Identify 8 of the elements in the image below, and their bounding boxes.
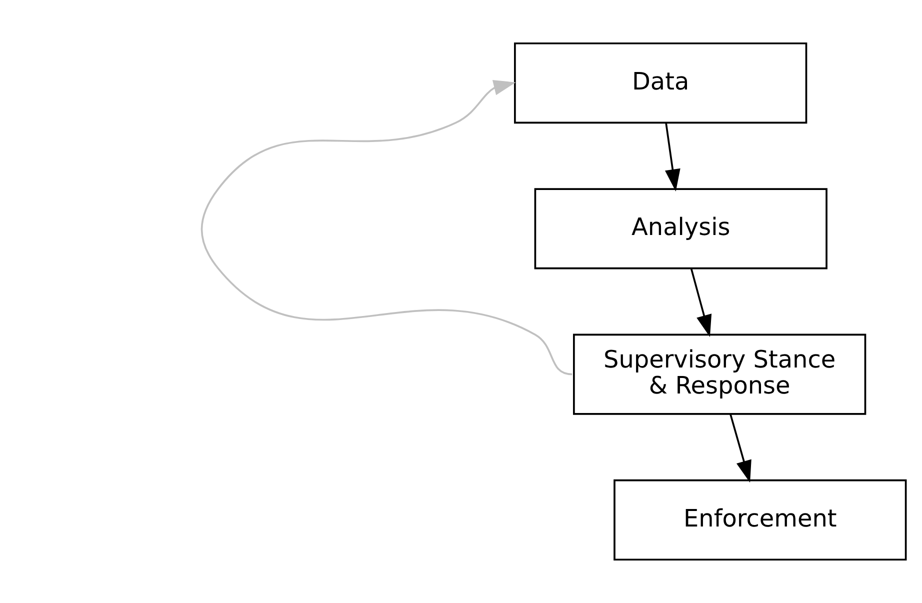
arrow (730, 414, 752, 483)
node-box: Analysis (534, 188, 828, 270)
node-box: Supervisory Stance & Response (573, 334, 866, 415)
arrow (201, 80, 572, 376)
node-box: Enforcement (614, 479, 907, 561)
arrow (690, 268, 712, 338)
node-box: Data (514, 42, 808, 124)
arrow (665, 122, 680, 192)
